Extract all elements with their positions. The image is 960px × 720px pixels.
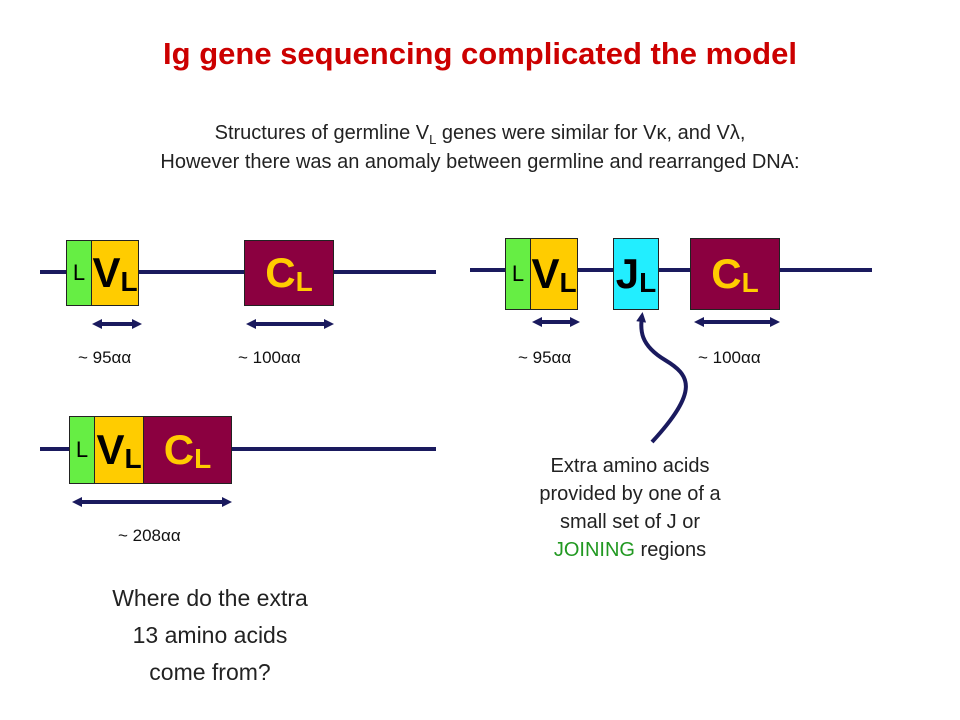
dna-line-germline xyxy=(40,270,436,274)
dna-line-rearranged xyxy=(470,268,872,272)
v-length-label: ~ 95αα xyxy=(518,348,572,367)
subtitle-text-b: genes were similar for Vκ, and Vλ, xyxy=(436,122,746,144)
subtitle-line-2: However there was an anomaly between ger… xyxy=(160,151,800,173)
question-text: Where do the extra 13 amino acids come f… xyxy=(60,580,360,691)
vc-length-label: ~ 208αα xyxy=(118,526,181,545)
dna-line-direct xyxy=(40,447,436,451)
j-pointer-arrow xyxy=(636,312,688,444)
question-line: 13 amino acids xyxy=(132,622,288,648)
answer-line: small set of J or xyxy=(559,511,701,533)
leader-segment: L xyxy=(69,416,95,484)
subtitle-text-a: Structures of germline V xyxy=(214,122,430,144)
c-length-label: ~ 100αα xyxy=(698,348,761,367)
joining-term: JOINING xyxy=(553,539,635,561)
v-length-label: ~ 95αα xyxy=(78,348,132,367)
answer-line: Extra amino acids xyxy=(550,455,710,477)
subtitle-line-1: Structures of germline VL genes were sim… xyxy=(0,122,960,147)
question-line: come from? xyxy=(149,659,271,685)
slide-title: Ig gene sequencing complicated the model xyxy=(163,36,797,71)
c-length-label: ~ 100αα xyxy=(238,348,301,367)
answer-text: Extra amino acids provided by one of a s… xyxy=(490,452,770,564)
subtitle-subscript: L xyxy=(429,132,437,147)
leader-segment: L xyxy=(66,240,92,306)
leader-segment: L xyxy=(505,238,531,310)
question-line: Where do the extra xyxy=(112,585,308,611)
answer-line: JOINING regions xyxy=(553,539,707,561)
answer-line: provided by one of a xyxy=(539,483,721,505)
